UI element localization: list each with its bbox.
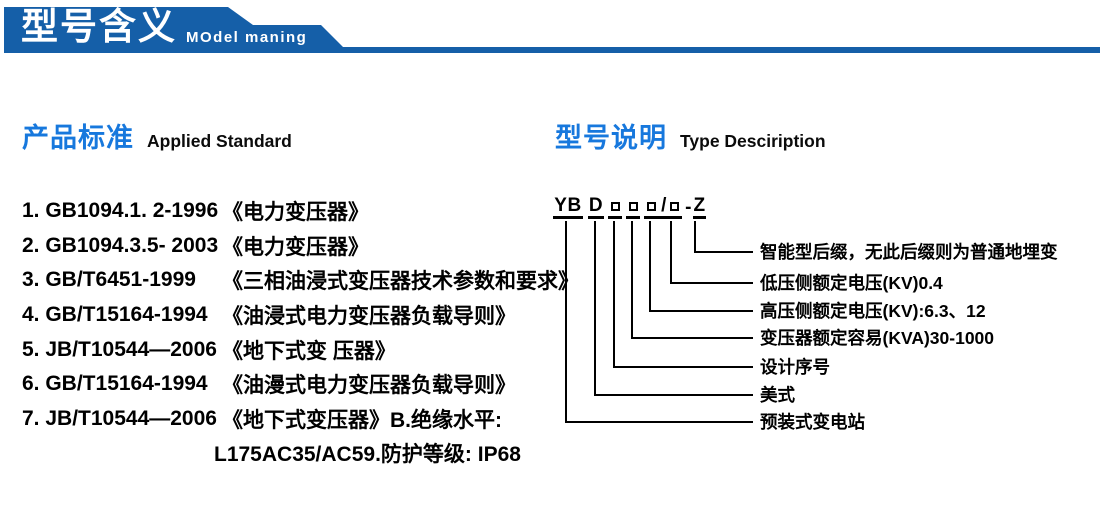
page-banner: 型号含义 MOdel maning [0,0,1100,56]
standard-code: 3. GB/T6451-1999 [22,268,196,292]
standard-row-6: 6. GB/T15164-1994 《油漫式电力变压器负载导则》 [22,367,562,402]
placeholder-box-icon [628,201,638,211]
model-code-segment-7: - [685,196,692,218]
model-code-segment-2: D [588,195,604,219]
code-meaning-label-6: 美式 [760,385,795,405]
standard-code: 5. JB/T10544—2006 [22,337,217,361]
standard-title: 《电力变压器》 [222,201,369,225]
placeholder-box-icon [669,201,679,211]
code-meaning-label-2: 低压侧额定电压(KV)0.4 [760,273,943,293]
standard-title: 《油浸式电力变压器负载导则》 [222,305,516,329]
standard-title: 《三相油浸式变压器技术参数和要求》 [222,270,579,294]
code-meaning-label-5: 设计序号 [760,357,830,377]
placeholder-box-icon [646,201,656,211]
model-code-segment-8: Z [693,195,706,219]
standard-title: 《电力变压器》 [222,235,369,259]
code-meaning-label-3: 高压侧额定电压(KV):6.3、12 [760,301,986,321]
connector-vertical-line [694,221,696,253]
model-code-segment-6: / [658,195,682,219]
connector-vertical-line [613,221,615,368]
heading-cn-type-description: 型号说明 [555,123,667,153]
standard-title: L175AC35/AC59.防护等级: IP68 [214,443,521,467]
standard-row-2: 2. GB1094.3.5- 2003《电力变压器》 [22,229,562,264]
connector-horizontal-line [631,337,753,339]
heading-en-applied-standard: Applied Standard [147,131,292,151]
standard-title: 《地下式变压器》B.绝缘水平: [222,408,502,432]
heading-cn-applied-standard: 产品标准 [22,123,134,153]
connector-horizontal-line [613,366,753,368]
standard-code: 7. JB/T10544—2006 [22,406,217,430]
slash-separator: / [661,195,667,216]
connector-horizontal-line [694,251,753,253]
standard-row-1: 1. GB1094.1. 2-1996《电力变压器》 [22,194,562,229]
model-code-segment-4 [626,196,640,219]
code-meaning-label-7: 预装式变电站 [760,412,865,432]
model-code-segment-5 [644,196,658,219]
model-code-segment-3 [608,196,622,219]
standard-row-8: L175AC35/AC59.防护等级: IP68 [22,436,562,471]
standard-row-4: 4. GB/T15164-1994 《油浸式电力变压器负载导则》 [22,298,562,333]
connector-horizontal-line [565,421,753,423]
connector-horizontal-line [649,310,753,312]
standard-row-3: 3. GB/T6451-1999 《三相油浸式变压器技术参数和要求》 [22,263,579,298]
heading-en-type-description: Type Desciription [680,131,826,151]
placeholder-box-icon [610,201,620,211]
page-title: 型号含义 [21,6,177,47]
banner-shape [4,7,1100,53]
standard-row-5: 5. JB/T10544—2006《地下式变 压器》 [22,332,562,367]
standard-title: 《地下式变 压器》 [222,339,396,363]
standard-title: 《油漫式电力变压器负载导则》 [222,374,516,398]
standard-code: 6. GB/T15164-1994 [22,372,208,396]
standard-code: 2. GB1094.3.5- 2003 [22,233,219,257]
connector-vertical-line [594,221,596,396]
standard-code: 1. GB1094.1. 2-1996 [22,199,219,223]
connector-vertical-line [649,221,651,312]
standard-code: 4. GB/T15164-1994 [22,303,208,327]
code-meaning-label-1: 智能型后缀，无此后缀则为普通地埋变 [760,242,1058,262]
connector-horizontal-line [594,394,753,396]
section-heading-type-description: 型号说明 Type Desciription [555,116,826,155]
code-meaning-label-4: 变压器额定容易(KVA)30-1000 [760,328,995,348]
connector-vertical-line [565,221,567,423]
standards-list: 1. GB1094.1. 2-1996《电力变压器》2. GB1094.3.5-… [22,194,579,471]
connector-horizontal-line [670,282,753,284]
standard-row-7: 7. JB/T10544—2006《地下式变压器》B.绝缘水平: [22,402,562,437]
connector-vertical-line [631,221,633,339]
section-heading-applied-standard: 产品标准 Applied Standard [22,116,292,155]
connector-vertical-line [670,221,672,284]
page-subtitle: MOdel maning [186,29,308,46]
